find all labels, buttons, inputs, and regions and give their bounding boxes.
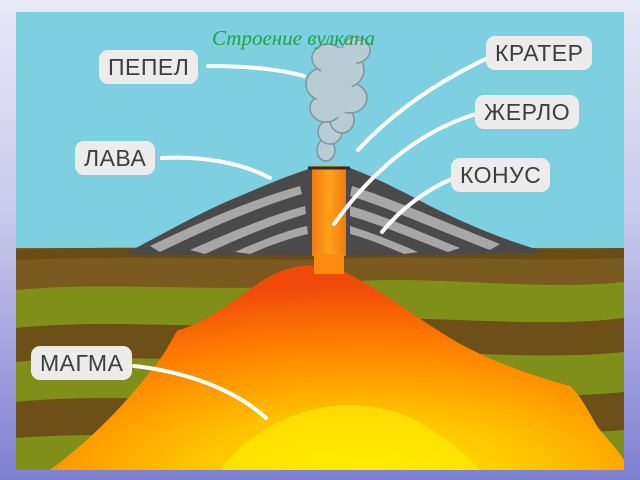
pointer-cone [380,176,456,234]
cone-stripe-5 [350,206,460,252]
pointer-crater [356,54,494,152]
cone-stripe-6 [350,226,418,254]
cone-stripe-4 [350,186,500,250]
label-vent: ЖЕРЛО [475,95,580,129]
label-ash: ПЕПЕЛ [99,50,199,84]
pointer-vent [332,112,478,226]
cone-stripe-2 [190,206,306,254]
cone-stripe-1 [150,186,302,252]
vent-connection [314,254,344,274]
label-lava: ЛАВА [75,141,156,175]
label-crater: КРАТЕР [486,36,593,70]
magma-glow [220,405,480,470]
diagram-title: Строение вулкана [212,26,376,50]
pointer-lava [160,155,272,180]
magma-chamber [50,265,624,470]
volcano-vent [312,166,346,256]
label-cone: КОНУС [451,158,551,192]
pointer-ash [206,64,306,78]
pointer-magma [132,364,268,420]
cone-stripe-3 [235,226,308,254]
label-magma: МАГМА [31,346,133,380]
